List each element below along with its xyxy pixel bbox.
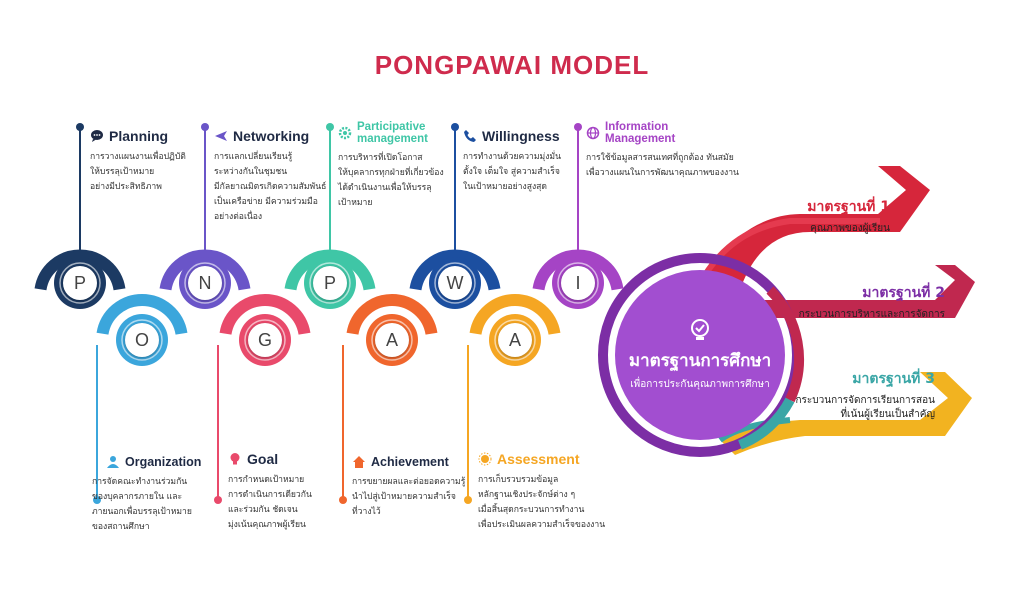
lightbulb-check-icon (691, 319, 709, 340)
goal-label: Goal (247, 451, 279, 467)
center-subtitle: เพื่อการประกันคุณภาพการศึกษา (630, 379, 770, 390)
networking-desc: การแลกเปลี่ยนเรียนรู้ระหว่างกันในชุมชนมี… (214, 152, 327, 222)
standard-1: มาตรฐานที่ 1 คุณภาพของผู้เรียน (760, 196, 890, 236)
item-networking: Networking การแลกเปลี่ยนเรียนรู้ระหว่างก… (214, 128, 364, 225)
standard-3: มาตรฐานที่ 3 กระบวนการจัดการเรียนการสอนท… (765, 368, 935, 422)
standard-3-subtitle: กระบวนการจัดการเรียนการสอนที่เน้นผู้เรีย… (795, 395, 935, 420)
chain-inner-ring-9 (557, 262, 599, 304)
standard-2-subtitle: กระบวนการบริหารและการจัดการ (798, 309, 945, 320)
lightbulb-icon (230, 453, 240, 465)
assessment-desc: การเก็บรวบรวมข้อมูลหลักฐานเชิงประจักษ์ต่… (478, 475, 606, 530)
chain-inner-ring-1 (59, 262, 101, 304)
chain-inner-ring-5 (309, 262, 351, 304)
letter-p-1: P (63, 266, 97, 300)
letter-p2-5: P (313, 266, 347, 300)
organization-label: Organization (125, 455, 202, 469)
chain-inner-ring-3 (184, 262, 226, 304)
letter-a2-8: A (498, 323, 532, 357)
chain-arc-8 (469, 294, 561, 335)
chain-arc-2 (96, 294, 188, 335)
item-organization: Organization การจัดคณะทำงานร่วมกันของบุค… (92, 455, 256, 535)
page-title: PONGPAWAI MODEL (374, 50, 650, 80)
networking-heading: Networking (214, 128, 364, 144)
letter-n-3: N (188, 266, 222, 300)
goal-desc: การกำหนดเป้าหมายการดำเนินการเดียวกันและร… (228, 475, 312, 530)
willingness-desc: การทำงานด้วยความมุ่งมั่นตั้งใจ เต็มใจ สู… (463, 152, 561, 192)
achievement-label: Achievement (371, 455, 449, 469)
item-goal: Goal การกำหนดเป้าหมายการดำเนินการเดียวกั… (228, 451, 378, 533)
chain-arc-6 (346, 294, 438, 335)
chain-arc-3 (159, 249, 251, 291)
airplane-icon (215, 131, 227, 141)
gear-icon (338, 126, 352, 140)
letter-w-7: W (438, 266, 472, 300)
center-circle (615, 270, 785, 440)
participative-label: Participative (357, 121, 426, 133)
globe-icon (586, 126, 600, 140)
center-title: มาตรฐานการศึกษา (628, 351, 772, 371)
chain-arc-5 (284, 249, 376, 291)
item-willingness: Willingness การทำงานด้วยความมุ่งมั่นตั้ง… (463, 128, 613, 195)
organization-desc: การจัดคณะทำงานร่วมกันของบุคลากรภายใน และ… (92, 477, 192, 532)
center-label: มาตรฐานการศึกษา เพื่อการประกันคุณภาพการศ… (600, 347, 800, 392)
information-label-2: Management (605, 133, 676, 145)
assessment-label: Assessment (497, 451, 580, 467)
standard-arrow-1 (702, 166, 930, 290)
networking-label: Networking (233, 128, 310, 144)
letter-i-9: I (561, 266, 595, 300)
participative-label-2: management (357, 133, 428, 145)
letter-o-2: O (125, 323, 159, 357)
standard-2: มาตรฐานที่ 2 กระบวนการบริหารและการจัดการ (775, 282, 945, 322)
item-achievement: Achievement การขยายผลและต่อยอดความรู้นำไ… (352, 455, 512, 520)
chat-bubble-icon (91, 130, 103, 142)
chain-inner-ring-4 (244, 319, 286, 361)
standard-3-title: มาตรฐานที่ 3 (852, 371, 935, 387)
participative-desc: การบริหารที่เปิดโอกาสให้บุคลากรทุกฝ่ายที… (338, 153, 444, 208)
chain-inner-ring-8 (494, 319, 536, 361)
standard-arrow-2 (760, 265, 975, 318)
chain-arc-7 (409, 249, 501, 291)
home-icon (353, 456, 365, 468)
item-planning: Planning การวางแผนงานเพื่อปฏิบัติให้บรรล… (90, 128, 240, 195)
planning-desc: การวางแผนงานเพื่อปฏิบัติให้บรรลุเป้าหมาย… (90, 152, 186, 192)
goal-heading: Goal (228, 451, 378, 467)
willingness-heading: Willingness (463, 128, 613, 144)
chain-inner-ring-7 (434, 262, 476, 304)
organization-heading: Organization (106, 455, 256, 469)
person-icon (107, 456, 119, 468)
planning-label: Planning (109, 128, 169, 144)
sun-icon (478, 452, 492, 466)
willingness-label: Willingness (482, 128, 560, 144)
achievement-heading: Achievement (352, 455, 512, 469)
chain-arc-4 (219, 294, 311, 335)
letter-g-4: G (248, 323, 282, 357)
phone-icon (464, 130, 476, 142)
information-label: Information (605, 121, 669, 133)
achievement-desc: การขยายผลและต่อยอดความรู้นำไปสู่เป้าหมาย… (352, 477, 466, 517)
information-desc: การใช้ข้อมูลสารสนเทศที่ถูกต้อง ทันสมัยเพ… (586, 153, 739, 178)
standard-2-title: มาตรฐานที่ 2 (862, 285, 945, 301)
assessment-heading: Assessment (478, 451, 648, 467)
item-assessment: Assessment การเก็บรวบรวมข้อมูลหลักฐานเชิ… (478, 451, 648, 533)
standard-1-title: มาตรฐานที่ 1 (807, 199, 890, 215)
letter-a-6: A (375, 323, 409, 357)
chain-arc-9 (532, 249, 624, 291)
chain-inner-ring-2 (121, 319, 163, 361)
chain-inner-ring-6 (371, 319, 413, 361)
planning-heading: Planning (90, 128, 240, 144)
chain-arc-1 (34, 249, 126, 291)
standard-1-subtitle: คุณภาพของผู้เรียน (810, 223, 890, 234)
